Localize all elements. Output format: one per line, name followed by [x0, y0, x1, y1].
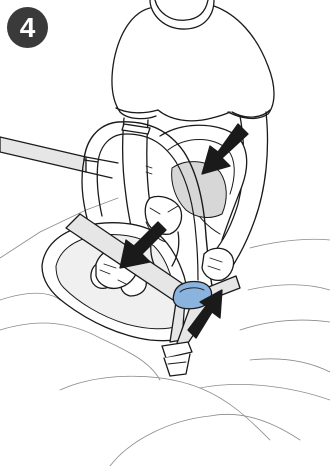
vehicle-lap-belt	[0, 137, 118, 178]
